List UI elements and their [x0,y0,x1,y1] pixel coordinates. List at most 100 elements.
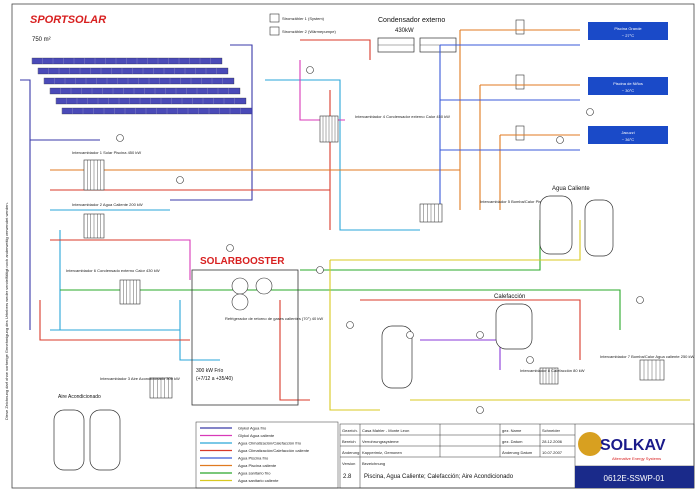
pump-icon [306,66,314,74]
ic2-label: Intercambiador 2 Agua Caliente 200 kW [72,202,143,207]
collector-row [37,67,229,75]
refrigerador-label: Refrigerador de retorno de gases calient… [225,316,323,321]
tb-r1-c1: Gezeich. [342,428,358,433]
pool-ninos-temp: ~ 30°C [622,88,634,93]
ic5-label: Intercambiador 5 Bomba/Calor Piscina 320… [480,199,563,204]
collector-row [49,87,241,95]
legend-item: Glykol Agua frío [200,426,267,431]
legend-item: Agua Climatización/Calefacción frío [200,441,302,446]
ic8-label: Intercambiador 8 Calefacción 80 kW [520,368,585,373]
heat-exchanger [319,115,339,143]
tb-r2-c3: gez. Datum [502,439,523,444]
heat-exchanger [149,377,173,399]
heat-exchanger [119,279,141,305]
collector-row [43,77,235,85]
ic4-label: Intercambiador 4 Condensador externo Cal… [355,114,450,119]
drawing-no: 0612E-SSWP-01 [604,474,665,483]
solkav-logo: SOLKAV [600,437,666,454]
tb-version: 2.8 [343,474,352,480]
ic3-label: Intercambiador 3 Aire Acondicionado 300 … [100,376,180,381]
compressors [231,277,273,311]
heat-exchangers [83,115,665,399]
tb-r1-c3: gez. Name [502,428,522,433]
tb-title: Piscina, Agua Caliente; Calefacción; Air… [364,474,514,480]
legend-item: Agua sanitario frío [200,471,271,476]
pool-grande-label: Piscina Grande [614,26,642,31]
title-block-rows: Gezeich. Casa Mahler - Monte Leon gez. N… [342,428,563,480]
tb-r2-c2: Verrohrungssysteme [362,439,399,444]
pump-icon [476,406,484,414]
pump-icon [226,244,234,252]
meter-2-icon [269,26,280,36]
external-condenser-units [377,37,457,53]
pool-ninos-label: Piscina de Niños [613,81,643,86]
tb-desc-label: Bezeichnung [362,461,385,466]
ic6-label: Intercambiador 6 Condensado externo Calo… [66,268,160,273]
frio-temp: (+7/12 a +35/40) [196,376,233,382]
condenser-title: Condensador externo [378,17,445,24]
meter-2-label: Stromzähler 2 (Wärmepumpe) [282,29,336,34]
pool-grande-temp: ~ 27°C [622,33,634,38]
legend-label: Agua Climatización/Calefacción frío [238,441,302,446]
pump-icon [346,321,354,329]
legend-item: Agua sanitario caliente [200,478,279,483]
pool-filters [515,19,525,141]
legend-label: Glykol Agua frío [238,426,267,431]
heat-exchanger [83,213,105,239]
legend-item: Agua Piscina frío [200,456,269,461]
pump-icon [176,176,184,184]
jacuzzi-box [588,126,668,144]
tb-r1-c4: Schneider [542,428,561,433]
jacuzzi-temp: ~ 36°C [622,137,634,142]
pump-icon [636,296,644,304]
pool-ninos-box [588,77,668,95]
tb-r3-c2: Kapperimiz, Gemonen [362,450,402,455]
collector-area-label: 750 m² [32,37,51,43]
frio-label: 300 kW Frío [196,368,223,374]
heat-exchanger [539,367,559,385]
tb-r3-c1: Änderung [342,450,359,455]
tanks [53,195,614,471]
meter-1-icon [269,13,280,23]
legend-item: Glykol Agua caliente [200,433,275,438]
jacuzzi-label: Jacuzzi [621,130,634,135]
pump-icon [556,136,564,144]
legend-label: Agua Piscina frío [238,456,269,461]
tb-r3-c4: 10.07.2007 [542,450,563,455]
solkav-sun-icon [578,432,602,456]
heat-exchanger [419,203,443,223]
pump-icon [476,331,484,339]
legend-item: Agua Climatización/Calefacción caliente [200,448,310,453]
collector-row [61,107,253,115]
solarbooster-logo: SOLARBOOSTER [200,256,285,267]
legend-label: Agua sanitario frío [238,471,271,476]
condenser-kw: 430kW [395,28,414,34]
tb-r2-c4: 28.12.2006 [542,439,563,444]
pump-icon [526,356,534,364]
pump-icon [586,108,594,116]
drawing-no-box [575,466,694,488]
meter-1-label: Stromzähler 1 (System) [282,16,325,21]
legend-label: Agua Climatización/Calefacción caliente [238,448,310,453]
pumps [116,66,644,414]
sportsolar-logo: SPORTSOLAR [30,14,106,26]
solarbooster-frame [191,269,299,406]
collector-row [55,97,247,105]
aire-title: Aire Acondicionado [58,394,101,400]
tb-r1-c2: Casa Mahler - Monte Leon [362,428,409,433]
heat-exchanger [639,359,665,381]
pump-icon [116,134,124,142]
solkav-tagline: Alternative Energy Systems [612,456,661,461]
legend-label: Agua sanitario caliente [238,478,279,483]
tb-r2-c1: Bereich [342,439,356,444]
ic7-label: Intercambiador 7 Bomba/Calor Agua calien… [600,354,694,359]
legend-label: Agua Piscina caliente [238,463,277,468]
agua-caliente-title: Agua Caliente [552,186,590,192]
solar-collector-field [31,57,253,115]
legend-item: Agua Piscina caliente [200,463,277,468]
pump-icon [406,331,414,339]
legend-frame [195,421,339,489]
